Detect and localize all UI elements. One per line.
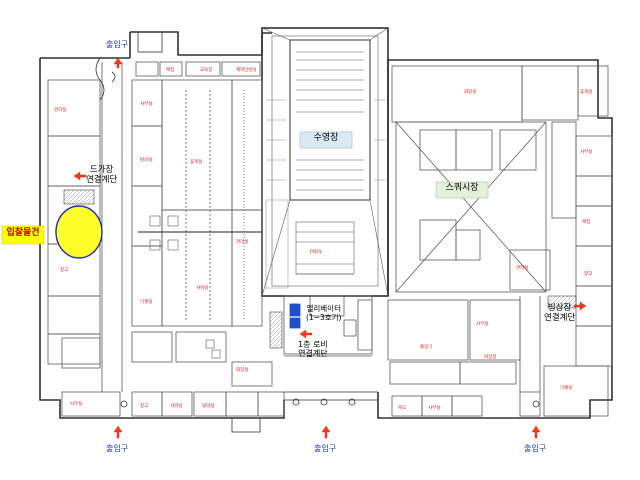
- room-label: 관리실: [516, 266, 529, 271]
- left-building-outline: [130, 31, 272, 56]
- outer-walls: [39, 27, 613, 419]
- entrance-bottom-right-label: 출입구: [524, 444, 547, 453]
- arrow-bottom-left: [113, 425, 123, 439]
- squash-label-box: [435, 181, 489, 199]
- pool-building: [261, 27, 389, 297]
- pool-label-box: [299, 131, 353, 149]
- pool-lanes: [261, 27, 389, 297]
- room-label: 매점: [166, 68, 175, 73]
- squash-label: 스쿼시장: [445, 183, 479, 193]
- room-label: 창고: [140, 404, 149, 409]
- arrow-right-stair: [573, 301, 587, 311]
- room-label: 매점: [582, 220, 591, 225]
- room-label: 탈의실: [202, 404, 215, 409]
- lobby-stair-label: 1층 로비 연결계단: [298, 340, 328, 359]
- room-label: 기계실: [560, 386, 573, 391]
- south-corridor: [120, 391, 540, 433]
- room-label: 화장실: [484, 355, 497, 360]
- room-label: 휴게실: [580, 90, 593, 95]
- arrow-bottom-right: [531, 425, 541, 439]
- right-stair-label: 빙상장 연결계단: [544, 303, 576, 323]
- north-vestibule: [95, 31, 163, 101]
- room-label: POOL: [310, 250, 323, 255]
- elevator-icon: [289, 303, 301, 317]
- room-label: 창고: [584, 272, 593, 277]
- entrance-top-label: 출입구: [106, 40, 129, 49]
- room-label: 사무실: [140, 102, 153, 107]
- room-label: 사무실: [70, 402, 83, 407]
- room-label: 사무실: [428, 406, 441, 411]
- bid-item-circle: [55, 205, 103, 259]
- room-label: 휴게실: [190, 160, 203, 165]
- room-label: 사무실: [580, 150, 593, 155]
- left-stair-label: 드가장 연결계단: [86, 165, 118, 185]
- room-label: 샤워실: [170, 404, 183, 409]
- central-lobby: [283, 295, 373, 357]
- arrow-top-entrance: [113, 57, 123, 69]
- arrow-left-stair: [73, 171, 87, 181]
- bid-item-label: 입찰물건: [6, 228, 40, 238]
- room-label: 사무실: [476, 322, 489, 327]
- room-label: 복도: [398, 406, 407, 411]
- elevator-icon: [289, 317, 301, 329]
- room-label: 체력단련실: [236, 68, 257, 73]
- entrance-bottom-mid-label: 출입구: [314, 444, 337, 453]
- entrance-bottom-left-label: 출입구: [106, 444, 129, 453]
- right-building-outline: [377, 59, 613, 419]
- room-label: 탈의실: [140, 158, 153, 163]
- room-label: 교육장: [200, 68, 213, 73]
- stair-hatches: [63, 189, 577, 349]
- left-wing-rooms: [47, 61, 285, 417]
- room-label: 화장실: [464, 90, 477, 95]
- arrows: [73, 57, 587, 439]
- pool-label: 수영장: [313, 133, 339, 143]
- elevator-label: 엘리베이터 (1~3호기): [306, 304, 342, 322]
- room-label: 관리실: [236, 240, 249, 245]
- pool-bleachers: [265, 99, 386, 289]
- room-label: 관리실: [54, 108, 67, 113]
- arrow-bottom-mid: [321, 425, 331, 439]
- right-wing-rooms: [387, 65, 613, 417]
- room-label: 기계실: [140, 300, 153, 305]
- arrow-lobby: [299, 329, 313, 339]
- room-label: 출입구: [420, 345, 433, 350]
- columns: [149, 215, 221, 359]
- bid-item-label-box: [1, 225, 45, 245]
- kids-pool: [295, 221, 355, 275]
- room-label: 화장실: [236, 368, 249, 373]
- room-label: 창고: [60, 268, 69, 273]
- room-label: 샤워실: [196, 286, 209, 291]
